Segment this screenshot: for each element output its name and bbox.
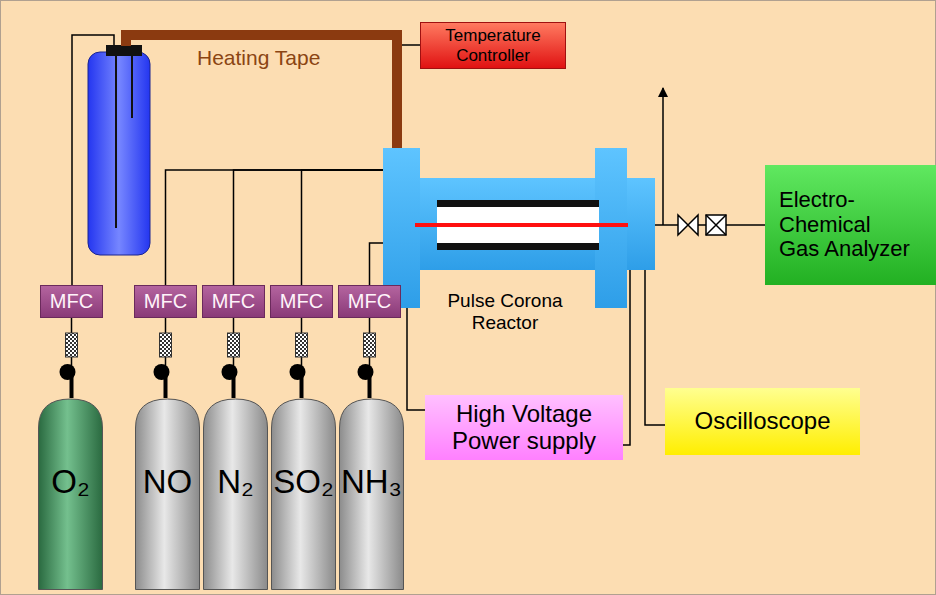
bubbler-bottle <box>88 45 150 255</box>
power-supply-box: High Voltage Power supply <box>425 395 623 460</box>
gas-cylinder: NH₃ <box>339 398 404 590</box>
node-text: Temperature Controller <box>421 26 565 64</box>
node-text: MFC <box>212 290 255 312</box>
controller-wire <box>402 44 420 46</box>
node-text: High Voltage Power supply <box>425 401 623 455</box>
valve-symbol <box>678 215 698 235</box>
mfc-box: MFC <box>202 285 265 318</box>
node-text: MFC <box>348 290 391 312</box>
analyzer-box: Electro- Chemical Gas Analyzer <box>765 165 936 285</box>
gas-or-signal-line <box>302 170 384 285</box>
mfc-box: MFC <box>40 285 103 318</box>
node-text: MFC <box>50 290 93 312</box>
oscilloscope-box: Oscilloscope <box>665 388 860 455</box>
node-text: Electro- Chemical Gas Analyzer <box>779 188 913 262</box>
gas-or-signal-line <box>623 335 630 445</box>
heating-tape <box>126 35 397 150</box>
node-text: NO <box>143 464 193 501</box>
gas-cylinder: NO <box>135 398 200 590</box>
gas-cylinder: O₂ <box>38 398 103 590</box>
gas-cylinder: N₂ <box>203 398 268 590</box>
gas-or-signal-line <box>166 170 384 285</box>
filter-valve-symbol <box>706 215 726 235</box>
mfc-box: MFC <box>270 285 333 318</box>
gas-or-signal-line <box>370 243 384 285</box>
mfc-box: MFC <box>134 285 197 318</box>
gas-cylinder: SO₂ <box>271 398 336 590</box>
controller-box: Temperature Controller <box>420 22 566 69</box>
node-text: Oscilloscope <box>694 408 830 435</box>
filter-regulator-set <box>60 333 376 398</box>
node-text: MFC <box>280 290 323 312</box>
mfc-box: MFC <box>338 285 401 318</box>
node-text: NH₃ <box>341 464 402 501</box>
node-text: N₂ <box>217 464 254 501</box>
node-text: SO₂ <box>273 464 334 501</box>
o2-gas-line <box>72 35 114 285</box>
gas-or-signal-line <box>234 170 384 285</box>
node-text: MFC <box>144 290 187 312</box>
node-text: Pulse Corona Reactor <box>435 290 575 333</box>
gas-or-signal-line <box>645 335 665 425</box>
reactor-vessel: Pulse Corona Reactor <box>383 148 655 335</box>
part-label: Heating Tape <box>197 46 320 70</box>
exhaust-arrow <box>662 88 664 225</box>
node-text: O₂ <box>51 464 89 501</box>
gas-or-signal-line <box>407 335 425 410</box>
